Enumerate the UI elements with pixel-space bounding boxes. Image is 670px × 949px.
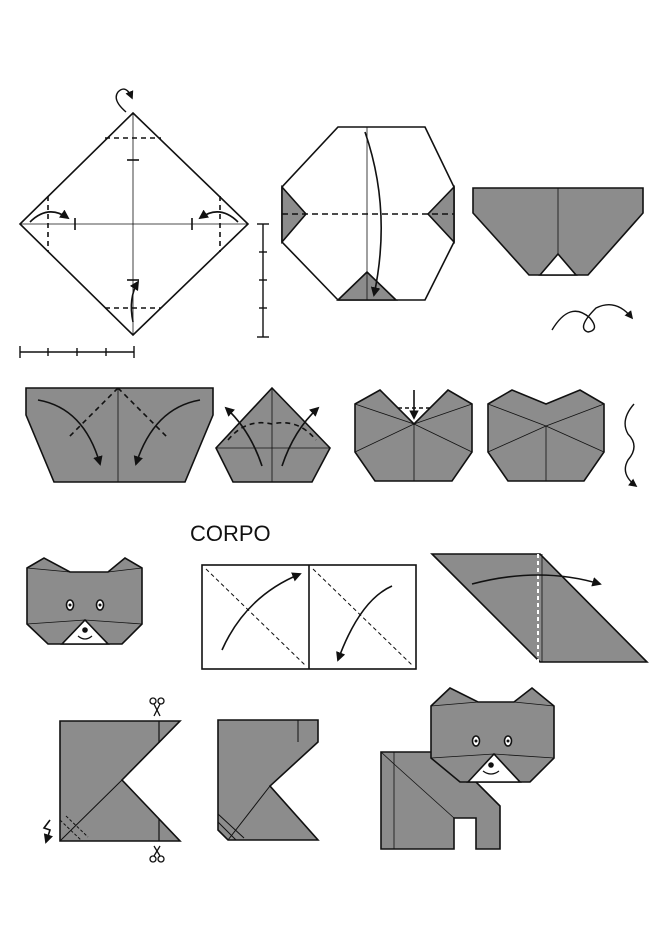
step-4-fold-ears — [25, 387, 214, 483]
step-3-trapezoid — [472, 187, 644, 276]
body-step-1-squares — [201, 564, 417, 670]
body-step-4-shape — [217, 719, 320, 841]
step-2-octagon — [281, 126, 455, 301]
corpo-title: CORPO — [190, 521, 271, 546]
scale-ruler-horizontal — [19, 346, 135, 358]
bear-final — [380, 686, 555, 850]
curved-arrow-icon — [624, 403, 638, 488]
step-5-pentagon — [215, 386, 331, 483]
loop-arrow-icon — [115, 88, 134, 113]
bear-head-final — [26, 557, 143, 645]
step-1-diamond — [18, 111, 250, 337]
body-step-2-parallelogram — [430, 553, 649, 663]
step-7-head-back — [487, 389, 605, 482]
scale-ruler-vertical — [257, 223, 269, 338]
scissors-icon — [149, 697, 165, 717]
body-step-3-cut — [42, 720, 182, 844]
step-6-head — [354, 388, 473, 482]
curved-arrow-icon — [551, 304, 634, 333]
scissors-icon — [149, 845, 165, 863]
